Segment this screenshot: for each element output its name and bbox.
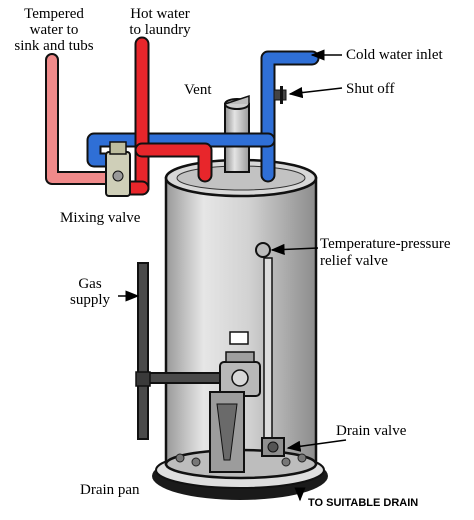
gas-control-valve-icon — [209, 351, 261, 473]
tempered-label-line1: Tempered — [24, 6, 84, 22]
gas-supply-pipe — [135, 262, 228, 440]
cold-water-pipe — [86, 50, 320, 183]
to-suitable-drain-label: TO SUITABLE DRAIN — [308, 497, 418, 509]
tp-relief-arrow — [270, 243, 319, 256]
burner-vents — [175, 453, 307, 467]
mixing-valve — [105, 141, 131, 197]
drain-pan-label: Drain pan — [80, 482, 140, 498]
tp-relief-label-line2: relief valve — [320, 253, 388, 269]
drain-valve-arrow — [286, 439, 347, 452]
gas-supply-label-line1: Gas — [78, 276, 101, 292]
vent-label: Vent — [184, 82, 212, 98]
tempered-label-line2: water to — [30, 22, 79, 38]
hot-water-label-line2: to laundry — [129, 22, 191, 38]
tp-relief-label-line1: Temperature-pressure — [320, 236, 451, 252]
shut-off-label: Shut off — [346, 81, 394, 97]
pointer-arrow-icon — [118, 49, 347, 502]
drain-valve — [261, 437, 285, 457]
shutoff-valve — [273, 86, 287, 104]
gas-supply-label-line2: supply — [70, 292, 111, 308]
tempered-water-pipe — [45, 53, 115, 185]
cold-water-inlet-label: Cold water inlet — [346, 47, 443, 63]
mixing-valve-label: Mixing valve — [60, 210, 141, 226]
drain-valve-label: Drain valve — [336, 423, 407, 439]
shut-off-arrow — [288, 86, 343, 99]
hot-water-label-line1: Hot water — [130, 6, 190, 22]
tempered-label-line3: sink and tubs — [14, 38, 93, 54]
rating-plate — [229, 331, 249, 345]
